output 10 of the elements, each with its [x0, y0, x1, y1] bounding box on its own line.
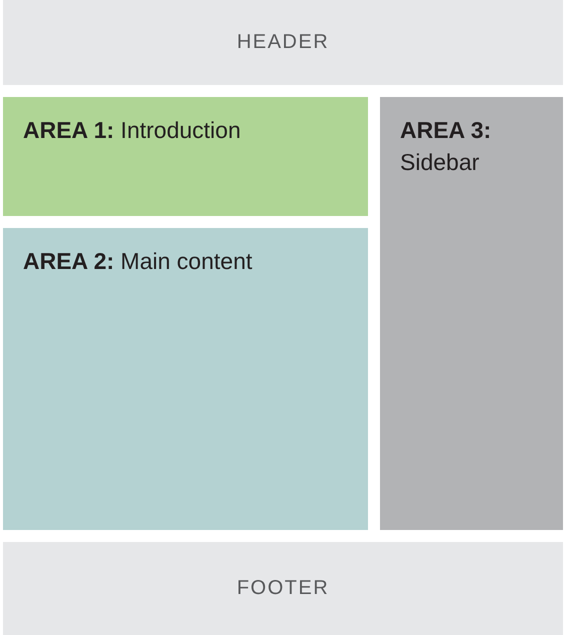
- header-label: HEADER: [236, 31, 330, 54]
- sidebar-panel: [380, 97, 563, 530]
- panel-label: AREA 1: Introduction: [23, 116, 241, 145]
- content-panel: [3, 228, 368, 530]
- panel-label: AREA 2: Main content: [23, 247, 252, 276]
- content-panel: [3, 97, 368, 216]
- header-panel: [3, 0, 563, 85]
- footer-label: FOOTER: [236, 577, 330, 600]
- panel-label: AREA 3: Sidebar: [400, 116, 492, 177]
- footer-panel: [3, 542, 563, 635]
